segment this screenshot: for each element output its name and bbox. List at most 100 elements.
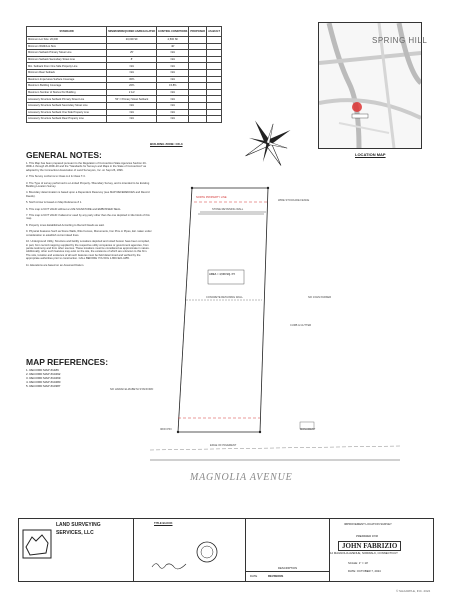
map-references-title: MAP REFERENCES: bbox=[26, 357, 109, 367]
zoning-cell: 25' bbox=[106, 49, 158, 57]
zoning-cell bbox=[188, 68, 208, 77]
zoning-cell: Accessory Structure Setback Rear Propert… bbox=[25, 115, 108, 123]
zoning-row: Accessory Structure Setback Primary Stre… bbox=[25, 95, 222, 103]
prepared-for: PREPARED FOR bbox=[356, 534, 378, 538]
zoning-cell: N/A bbox=[106, 68, 158, 77]
zoning-cell: Minimum Setback Secondary Street Line bbox=[25, 55, 108, 64]
zoning-cell bbox=[206, 68, 222, 77]
zoning-cell: Maximum Number of Stories Per Building bbox=[25, 88, 108, 97]
iron-pin-icon bbox=[258, 430, 262, 434]
zoning-row: Accessory Structure Setback One Side Pro… bbox=[25, 108, 222, 117]
zoning-cell bbox=[188, 95, 208, 103]
note-item: 11. Elevations are based on an Assumed D… bbox=[26, 263, 85, 267]
zoning-cell: N/A bbox=[156, 55, 190, 64]
zoning-cell: Maximum Building Coverage bbox=[25, 82, 108, 90]
date-label: DATE bbox=[250, 574, 258, 578]
plan-label-north-setback: NORTH PROPERTY LINE bbox=[196, 196, 227, 199]
firm-sub: SERVICES, LLC bbox=[56, 530, 94, 536]
zoning-row: Minimum Width/Lot Size 40' bbox=[25, 42, 222, 51]
client-name: JOHN FABRIZIO bbox=[338, 541, 402, 551]
iron-pin-icon bbox=[266, 186, 270, 190]
zoning-cell: 40' bbox=[156, 42, 190, 51]
zoning-cell bbox=[206, 101, 222, 110]
zoning-cell: Accessory Structure Setback One Side Pro… bbox=[25, 108, 108, 117]
reference-item: 4. RECORD MAP #10480 bbox=[26, 380, 61, 384]
street-name: MAGNOLIA AVENUE bbox=[190, 472, 293, 483]
zoning-cell: N/A bbox=[106, 62, 158, 70]
zoning-cell bbox=[188, 82, 208, 90]
zoning-cell bbox=[206, 108, 222, 117]
zoning-row: Min. Setback From One Side Property Line… bbox=[25, 62, 222, 70]
zoning-cell bbox=[106, 42, 158, 51]
zoning-row: Accessory Structure Setback Rear Propert… bbox=[25, 115, 222, 123]
note-item: 2. This Survey conforms to Class A-2 & C… bbox=[26, 175, 86, 179]
zoning-cell bbox=[188, 88, 208, 97]
firm-name: LAND SURVEYING bbox=[56, 522, 101, 528]
plan-label-area: AREA = 4,500 SQ. FT. bbox=[209, 273, 236, 276]
firm-logo-icon bbox=[22, 529, 52, 559]
zoning-cell: N/A bbox=[156, 68, 190, 77]
zoning-cell: Minimum Setback Primary Street Line bbox=[25, 49, 108, 57]
zoning-cell bbox=[188, 62, 208, 70]
site-marker-icon bbox=[352, 102, 362, 112]
reference-item: 5. RECORD MAP #10387 bbox=[26, 384, 61, 388]
zoning-cell bbox=[188, 42, 208, 51]
iron-pin-icon bbox=[176, 430, 180, 434]
zoning-cell: Accessory Structure Setback Primary Stre… bbox=[25, 95, 108, 103]
property-plan bbox=[150, 186, 400, 461]
zoning-cell bbox=[188, 49, 208, 57]
location-map-title: LOCATION MAP bbox=[355, 152, 386, 157]
zoning-cell: N/A bbox=[106, 108, 158, 117]
zoning-cell bbox=[206, 36, 222, 44]
zoning-cell: Minimum Lot Size: 20,000 bbox=[25, 36, 108, 44]
zoning-cell: N/A bbox=[156, 95, 190, 103]
zoning-cell: Minimum Width/Lot Size bbox=[25, 42, 108, 51]
plan-label-edge: EDGE OF PAVEMENT bbox=[210, 444, 237, 447]
zoning-cell: Minimum Rear Setback bbox=[25, 68, 108, 77]
zoning-cell: N/A bbox=[156, 49, 190, 57]
zoning-row: Accessory Structure Setback Secondary St… bbox=[25, 101, 222, 110]
zoning-cell: 50' = Primary Street Setback bbox=[106, 95, 158, 103]
zoning-cell bbox=[206, 75, 222, 84]
zoning-cell: 20,000 SF bbox=[106, 36, 158, 44]
north-arrow-icon bbox=[245, 120, 291, 166]
note-item: 4. Boundary determination is based upon … bbox=[26, 191, 150, 198]
zoning-cell bbox=[206, 82, 222, 90]
zoning-cell: Min. Setback From One Side Property Line bbox=[25, 62, 108, 70]
map-references-list: 1. RECORD MAP #1486 2. RECORD MAP #10492… bbox=[26, 368, 60, 388]
place-label: SPRING HILL bbox=[372, 36, 428, 45]
iron-pin-icon bbox=[190, 186, 194, 190]
reference-item: 1. RECORD MAP #1486 bbox=[26, 368, 59, 372]
zoning-cell: Maximum Impervious Surface Coverage bbox=[25, 75, 108, 84]
zoning-header-cell: MINIMUM/REQUIRED AS/REGULATED bbox=[106, 26, 158, 37]
site-address: 12 MAGNOLIA AVENUE, NORWALK, CONNECTICUT bbox=[330, 551, 398, 555]
zoning-cell bbox=[188, 55, 208, 64]
zoning-cell: N/A bbox=[156, 75, 190, 84]
plan-label-owner-right: N/F JOHN PARKER bbox=[308, 296, 332, 299]
zoning-cell: 2 1/2 bbox=[106, 88, 158, 97]
zoning-cell bbox=[206, 49, 222, 57]
zoning-cell: N/A bbox=[156, 108, 190, 117]
zoning-cell bbox=[206, 62, 222, 70]
note-item: 1. This Map has been prepared pursuant t… bbox=[26, 162, 147, 172]
zoning-cell bbox=[188, 36, 208, 44]
plan-label-iron-pin: IRON PIN bbox=[160, 428, 172, 431]
copyright: © SHAARPLE, INC. 2024 bbox=[396, 589, 431, 593]
note-item: 3. The Type of survey performed is a Lim… bbox=[26, 181, 150, 189]
note-item: 9. Physical Features Such as Stone Walls… bbox=[26, 230, 152, 237]
zoning-cell: 4,500 SF bbox=[156, 36, 190, 44]
zoning-cell bbox=[206, 115, 222, 123]
zoning-header-cell: EXISTING CONDITIONS bbox=[156, 26, 190, 37]
zoning-cell: N/A bbox=[156, 62, 190, 70]
zoning-cell: 30% bbox=[106, 75, 158, 84]
survey-date: DATE: OCTOBER 7, 2024 bbox=[348, 569, 381, 573]
note-item: 6. This map is NOT VALID without a LIVE … bbox=[26, 207, 122, 211]
zoning-cell bbox=[188, 108, 208, 117]
zoning-cell bbox=[206, 95, 222, 103]
location-map bbox=[318, 22, 422, 149]
